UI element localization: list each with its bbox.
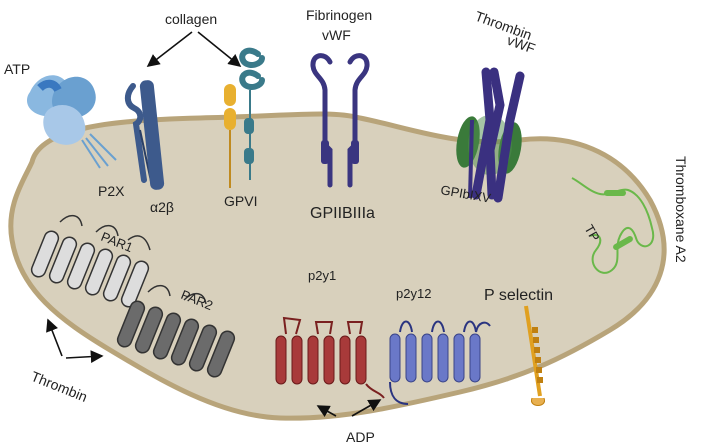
label-a2b: α2β <box>150 199 174 215</box>
label-adp: ADP <box>346 429 375 445</box>
collagen-arrows <box>146 31 242 68</box>
label-fibrinogen: Fibrinogen <box>306 7 372 23</box>
par1-receptor <box>30 214 151 308</box>
label-p2y1: p2y1 <box>308 268 336 283</box>
label-collagen: collagen <box>165 11 217 27</box>
label-vwf-fibrinogen: vWF <box>322 27 351 43</box>
p2x-receptor <box>27 75 117 169</box>
tp-receptor <box>571 177 655 274</box>
label-thromboxane: Thromboxane A2 <box>673 156 689 263</box>
p-selectin <box>524 305 545 406</box>
label-p2y12: p2y12 <box>396 286 431 301</box>
gpibixv-complex <box>456 67 525 203</box>
par2-receptor <box>116 284 236 378</box>
gpiibiiia-receptor <box>310 53 370 188</box>
p2y12-receptor <box>389 320 491 405</box>
label-p2x: P2X <box>98 183 125 199</box>
label-tp: TP <box>581 222 602 244</box>
label-p-selectin: P selectin <box>484 287 553 304</box>
label-gpvi: GPVI <box>224 193 257 209</box>
label-gpiibiiia: GPIIBIIIa <box>310 205 375 222</box>
label-vwf-thrombin: vWF <box>505 32 538 57</box>
label-thrombin-bottom: Thrombin <box>29 368 90 405</box>
p2y1-receptor <box>275 316 385 399</box>
thrombin-arrows <box>46 318 104 364</box>
gpvi-receptor <box>224 47 265 188</box>
a2b-integrin <box>124 80 165 190</box>
adp-arrow <box>316 399 382 418</box>
label-atp: ATP <box>4 61 30 77</box>
